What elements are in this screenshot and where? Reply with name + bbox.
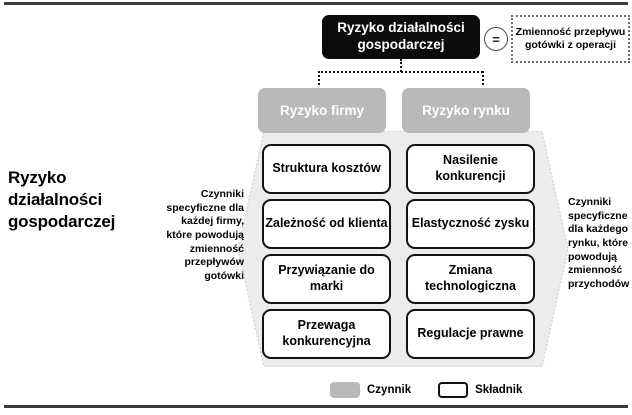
- equals-icon: =: [484, 27, 508, 51]
- category-box-firm: Ryzyko firmy: [258, 88, 386, 133]
- component-box: Zależność od klienta: [262, 199, 391, 249]
- legend: Czynnik Składnik: [330, 382, 522, 398]
- legend-swatch-filled-icon: [330, 382, 360, 398]
- component-box: Elastyczność zysku: [406, 199, 535, 249]
- component-column-market: Nasilenie konkurencji Elastyczność zysku…: [406, 144, 535, 364]
- legend-entry-czynnik: Czynnik: [330, 382, 411, 398]
- connector-branch-right: [482, 71, 484, 85]
- connector-branch-left: [318, 71, 320, 85]
- legend-swatch-outline-icon: [438, 382, 469, 398]
- component-box: Regulacje prawne: [406, 309, 535, 359]
- bottom-divider-rule: [4, 405, 628, 408]
- annotation-right: Czynniki specyficzne dla każdego rynku, …: [568, 196, 630, 290]
- legend-entry-skladnik: Składnik: [438, 382, 522, 398]
- component-box: Struktura kosztów: [262, 144, 391, 194]
- legend-label: Czynnik: [367, 384, 412, 396]
- connector-stem: [400, 59, 402, 72]
- component-box: Przewaga konkurencyjna: [262, 309, 391, 359]
- root-risk-box: Ryzyko działalności gospodarczej: [322, 15, 480, 59]
- component-box: Zmiana technologiczna: [406, 254, 535, 304]
- definition-box: Zmienność przepływu gotówki z operacji: [511, 15, 630, 63]
- legend-label: Składnik: [475, 384, 523, 396]
- connector-bar: [318, 71, 483, 73]
- category-box-market: Ryzyko rynku: [402, 88, 530, 133]
- component-column-firm: Struktura kosztów Zależność od klienta P…: [262, 144, 391, 364]
- component-box: Przywiązanie do marki: [262, 254, 391, 304]
- component-box: Nasilenie konkurencji: [406, 144, 535, 194]
- annotation-left: Czynniki specyficzne dla każdej firmy, k…: [166, 188, 244, 282]
- top-divider-rule: [4, 2, 628, 5]
